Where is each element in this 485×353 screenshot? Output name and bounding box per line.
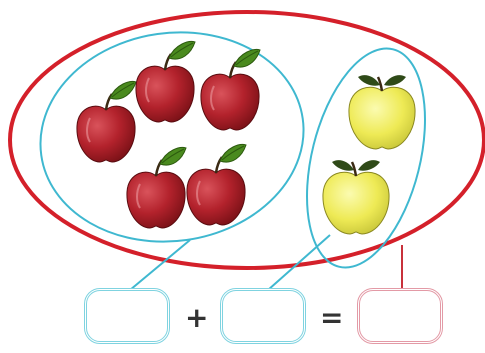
red-apples-group-oval: [39, 31, 305, 243]
connector-line-left: [129, 239, 191, 291]
answer-box-yellow-count[interactable]: [220, 288, 306, 344]
connector-line-middle: [267, 234, 331, 291]
plus-sign: +: [185, 301, 209, 334]
red-apple-icon: [185, 143, 248, 227]
yellow-apple-icon: [321, 158, 391, 236]
equals-sign: =: [320, 301, 344, 334]
yellow-apple-icon: [347, 73, 417, 151]
red-apple-icon: [134, 40, 197, 124]
red-apple-icon: [125, 146, 188, 230]
answer-box-total[interactable]: [357, 288, 443, 344]
red-apple-icon: [75, 80, 138, 164]
yellow-apples-group-oval: [306, 47, 426, 269]
red-apple-icon: [199, 48, 262, 132]
whole-group-oval: [8, 10, 485, 270]
answer-box-red-count[interactable]: [84, 288, 170, 344]
